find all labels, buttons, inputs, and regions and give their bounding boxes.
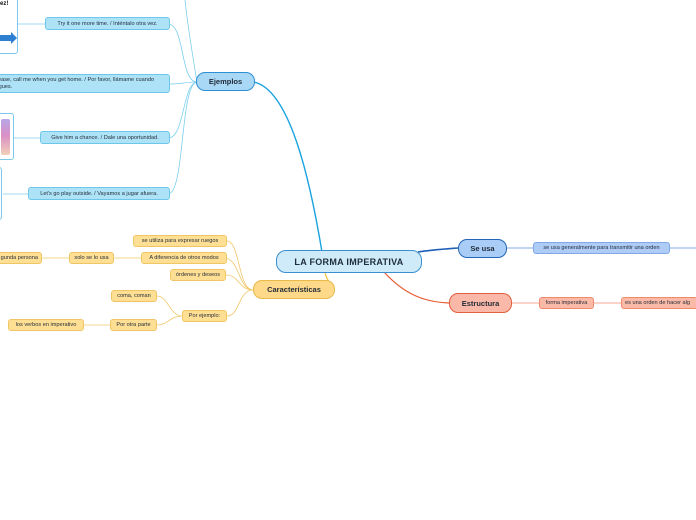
image-node-3[interactable] xyxy=(0,167,2,220)
image-node-1[interactable]: ez! xyxy=(0,0,18,54)
illustration-icon xyxy=(1,119,10,155)
caracteristica-coma[interactable]: coma, coman xyxy=(111,290,157,302)
ejemplo-item-1[interactable]: Try it one more time. / Inténtalo otra v… xyxy=(45,17,170,30)
link-estructura xyxy=(384,272,449,303)
caracteristica-segunda-persona[interactable]: gunda persona xyxy=(0,252,42,264)
image-node-1-text: ez! xyxy=(0,1,8,7)
caracteristica-por-otra-parte[interactable]: Por otra parte xyxy=(110,319,157,331)
ejemplo-item-4[interactable]: Let's go play outside. / Vayamos a jugar… xyxy=(28,187,170,200)
ejemplo-item-2-text: Please, call me when you get home. / Por… xyxy=(0,77,166,91)
central-topic[interactable]: LA FORMA IMPERATIVA xyxy=(276,250,422,273)
link-se-usa xyxy=(418,248,458,252)
image-node-2[interactable] xyxy=(0,113,14,160)
link-ejemplos xyxy=(254,82,322,252)
ejemplo-item-3[interactable]: Give him a chance. / Dale una oportunida… xyxy=(40,131,170,144)
ejemplo-item-2[interactable]: Please, call me when you get home. / Por… xyxy=(0,74,170,93)
topic-caracteristicas[interactable]: Características xyxy=(253,280,335,299)
caracteristica-por-ejemplo[interactable]: Por ejemplo: xyxy=(182,310,227,322)
estructura-item-2[interactable]: es una orden de hacer alg xyxy=(621,297,696,309)
caracteristica-solo-se-usa[interactable]: solo se lo usa xyxy=(69,252,114,264)
arrow-head-icon xyxy=(11,32,17,44)
caracteristica-verbos[interactable]: los verbos en imperativo xyxy=(8,319,84,331)
estructura-item-1[interactable]: forma imperativa xyxy=(539,297,594,309)
topic-se-usa[interactable]: Se usa xyxy=(458,239,507,258)
caracteristica-diferencia[interactable]: A diferencia de otros modos xyxy=(141,252,227,264)
caracteristica-ruegos[interactable]: se utiliza para expresar ruegos xyxy=(133,235,227,247)
topic-estructura[interactable]: Estructura xyxy=(449,293,512,313)
caracteristica-ordenes[interactable]: órdenes y deseos xyxy=(170,269,226,281)
se-usa-item-1[interactable]: se usa generalmente para transmitir una … xyxy=(533,242,670,254)
topic-ejemplos[interactable]: Ejemplos xyxy=(196,72,255,91)
